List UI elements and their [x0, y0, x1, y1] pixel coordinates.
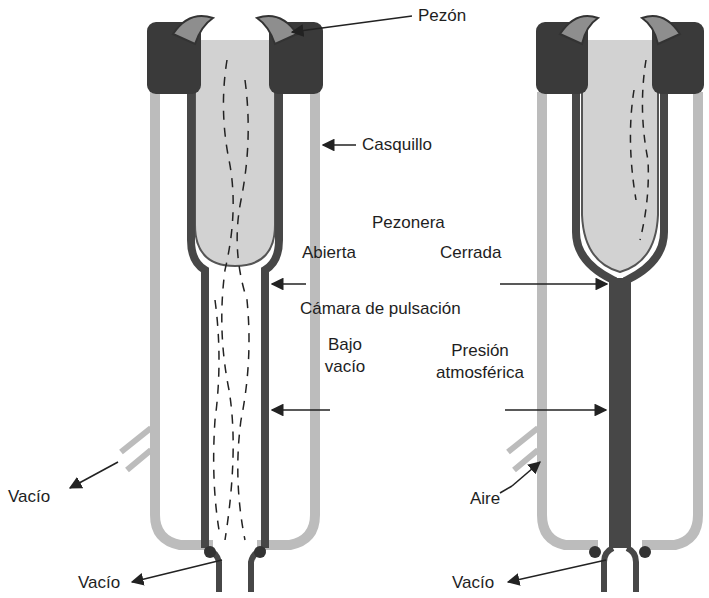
teat-cup-closed [508, 16, 704, 592]
state-label: Cerrada [440, 242, 501, 264]
part-label: Cámara de pulsación [300, 298, 461, 320]
milk-flow [214, 60, 249, 540]
pulsation-port [121, 428, 151, 470]
leader-lines [70, 16, 607, 582]
teat [195, 40, 275, 266]
state-label: Bajo vacío [306, 334, 384, 378]
part-label: Casquillo [362, 134, 432, 156]
liner [576, 92, 664, 548]
flow-label: Aire [470, 488, 500, 510]
flow-label: Vacío [8, 486, 50, 508]
milk-flow [630, 60, 648, 240]
pulsation-port [508, 428, 538, 470]
collapsed-liner [612, 278, 628, 548]
flow-label: Vacío [452, 572, 494, 594]
liner-lip [173, 16, 213, 44]
teat-cup-open [121, 16, 323, 592]
liner [191, 92, 279, 548]
state-label: Abierta [302, 242, 356, 264]
part-label: Pezón [418, 5, 466, 27]
liner-lip [642, 16, 680, 44]
flow-label: Vacío [78, 572, 120, 594]
liner-lip [560, 16, 598, 44]
state-label: Presión atmosférica [428, 340, 532, 384]
part-label: Pezonera [372, 212, 445, 234]
teat [582, 40, 658, 272]
liner-lip [257, 16, 297, 44]
milk-tube [604, 548, 636, 592]
